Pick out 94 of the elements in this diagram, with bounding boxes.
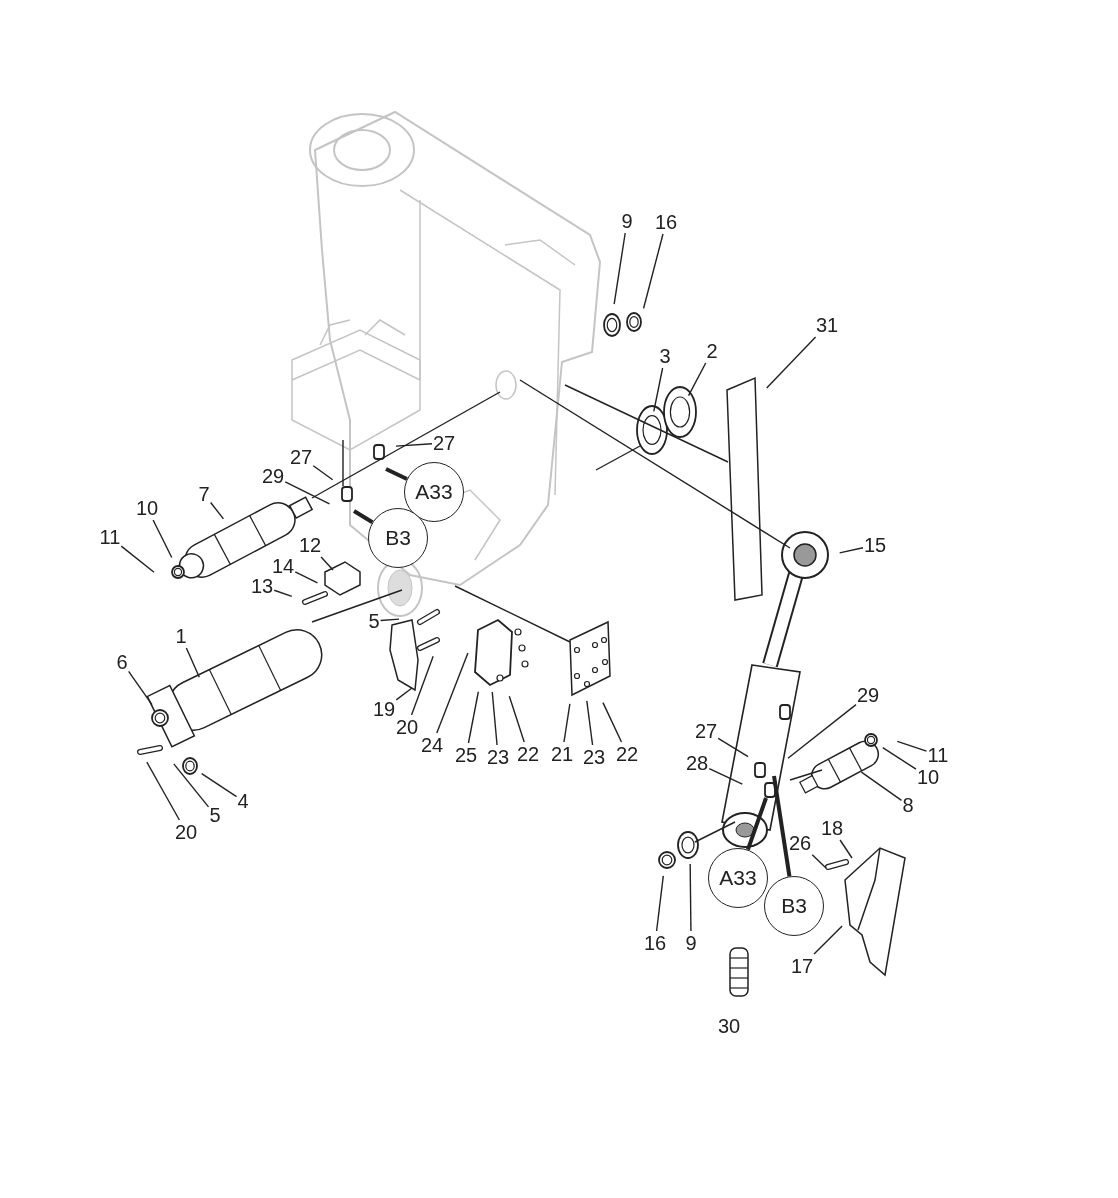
callout-number: 7 [198, 483, 210, 505]
leader-line [811, 854, 827, 869]
callout-number: 9 [685, 932, 697, 954]
leader-line [173, 763, 210, 808]
connection-label: A33 [415, 480, 453, 504]
leader-line [312, 465, 334, 481]
callout-number: 31 [816, 314, 839, 336]
callout-number: 2 [706, 340, 718, 362]
leader-line [127, 670, 153, 706]
connection-label: B3 [385, 526, 411, 550]
leader-line [120, 545, 155, 573]
leader-line [839, 839, 853, 859]
callout-number: 14 [272, 555, 295, 577]
leader-line [717, 737, 749, 758]
callout-number: 27 [695, 720, 718, 742]
leader-line [284, 481, 331, 505]
callout-number: 10 [136, 497, 159, 519]
leader-line [201, 773, 238, 798]
leader-line [294, 571, 319, 584]
connection-circle [404, 462, 464, 522]
callout-number: 4 [237, 790, 249, 812]
hose-line [772, 775, 792, 877]
leader-line [508, 695, 525, 743]
callout-number: 15 [864, 534, 887, 556]
leader-line [146, 761, 181, 821]
callout-number: 27 [290, 446, 313, 468]
callout-number: 20 [396, 716, 419, 738]
leader-line [860, 771, 903, 802]
callout-number: 20 [175, 821, 198, 843]
callout-number: 9 [621, 210, 633, 232]
callout-number: 21 [551, 743, 574, 765]
callout-number: 16 [655, 211, 678, 233]
callout-number: 25 [455, 744, 478, 766]
leader-line [395, 443, 433, 447]
callout-number: 22 [517, 743, 540, 765]
callout-number: 26 [789, 832, 812, 854]
leader-line [687, 362, 707, 397]
callout-number: 10 [917, 766, 940, 788]
callout-number: 23 [487, 746, 510, 768]
callout-number: 5 [368, 610, 380, 632]
connection-circle [368, 508, 428, 568]
callout-number: 11 [927, 744, 949, 766]
leader-line [813, 925, 843, 955]
leader-line [602, 701, 623, 743]
callout-number: 12 [299, 534, 322, 556]
callout-number: 18 [821, 817, 844, 839]
leader-line [563, 703, 571, 743]
leader-line [320, 556, 334, 571]
leader-line [838, 547, 864, 554]
callout-number: 27 [433, 432, 456, 454]
callout-number: 5 [209, 804, 221, 826]
leader-line [410, 655, 434, 716]
leader-line [491, 691, 498, 746]
callout-number: 8 [902, 794, 914, 816]
connection-circle [708, 848, 768, 908]
leader-line [653, 367, 664, 412]
callout-number: 23 [583, 746, 606, 768]
leader-line [766, 336, 817, 389]
callout-number: 6 [116, 651, 128, 673]
leader-line [708, 767, 743, 785]
callout-number: 19 [373, 698, 396, 720]
connection-label: B3 [781, 894, 807, 918]
leader-line [689, 863, 692, 932]
callout-number: 17 [791, 955, 814, 977]
leader-line [395, 687, 413, 701]
callout-number: 29 [262, 465, 285, 487]
connection-circle [764, 876, 824, 936]
callout-number: 24 [421, 734, 444, 756]
callout-number: 1 [175, 625, 187, 647]
hose-line [352, 509, 374, 524]
callout-number: 30 [718, 1015, 741, 1037]
leader-line [209, 501, 225, 520]
callout-number: 16 [644, 932, 667, 954]
leader-line [655, 875, 664, 932]
leader-line [896, 740, 928, 752]
leader-line [379, 618, 400, 622]
leader-line [185, 647, 201, 678]
callout-number: 13 [251, 575, 274, 597]
callout-number: 28 [686, 752, 709, 774]
leader-line [273, 589, 293, 598]
leader-line [586, 700, 594, 746]
leader-line [467, 691, 480, 744]
leader-line [613, 232, 626, 305]
leader-line [642, 233, 664, 310]
leader-line [152, 519, 173, 559]
callout-number: 29 [857, 684, 880, 706]
connection-label: A33 [719, 866, 757, 890]
callout-number: 11 [99, 526, 121, 548]
leader-line [436, 652, 469, 734]
leader-line [882, 746, 917, 770]
callout-number: 3 [659, 345, 671, 367]
hose-line [385, 467, 408, 481]
leader-line [787, 703, 857, 760]
callout-number: 22 [616, 743, 639, 765]
